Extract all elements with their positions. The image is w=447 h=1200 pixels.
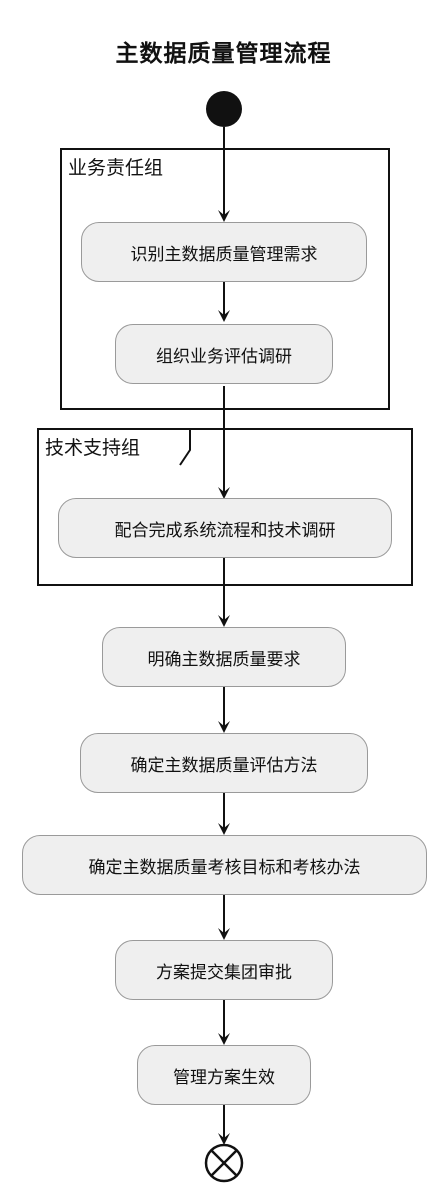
step-business-assessment: 组织业务评估调研 [115, 324, 333, 384]
step-define-requirements: 明确主数据质量要求 [102, 627, 346, 687]
step-identify-requirements: 识别主数据质量管理需求 [81, 222, 367, 282]
page-title: 主数据质量管理流程 [115, 41, 332, 67]
lane-tech: 技术支持组 [37, 428, 413, 586]
lane-business: 业务责任组 [60, 148, 390, 410]
lane2-tab-notch [179, 430, 191, 466]
lane-tech-label: 技术支持组 [39, 430, 174, 468]
step-tech-research: 配合完成系统流程和技术调研 [58, 498, 392, 558]
lane-business-label: 业务责任组 [62, 150, 202, 188]
step-assessment-method: 确定主数据质量评估方法 [80, 733, 368, 793]
step-kpi-method: 确定主数据质量考核目标和考核办法 [22, 835, 427, 895]
step-submit-approval: 方案提交集团审批 [115, 940, 333, 1000]
step-plan-effective: 管理方案生效 [137, 1045, 311, 1105]
start-node [206, 91, 242, 127]
end-node [204, 1143, 244, 1183]
